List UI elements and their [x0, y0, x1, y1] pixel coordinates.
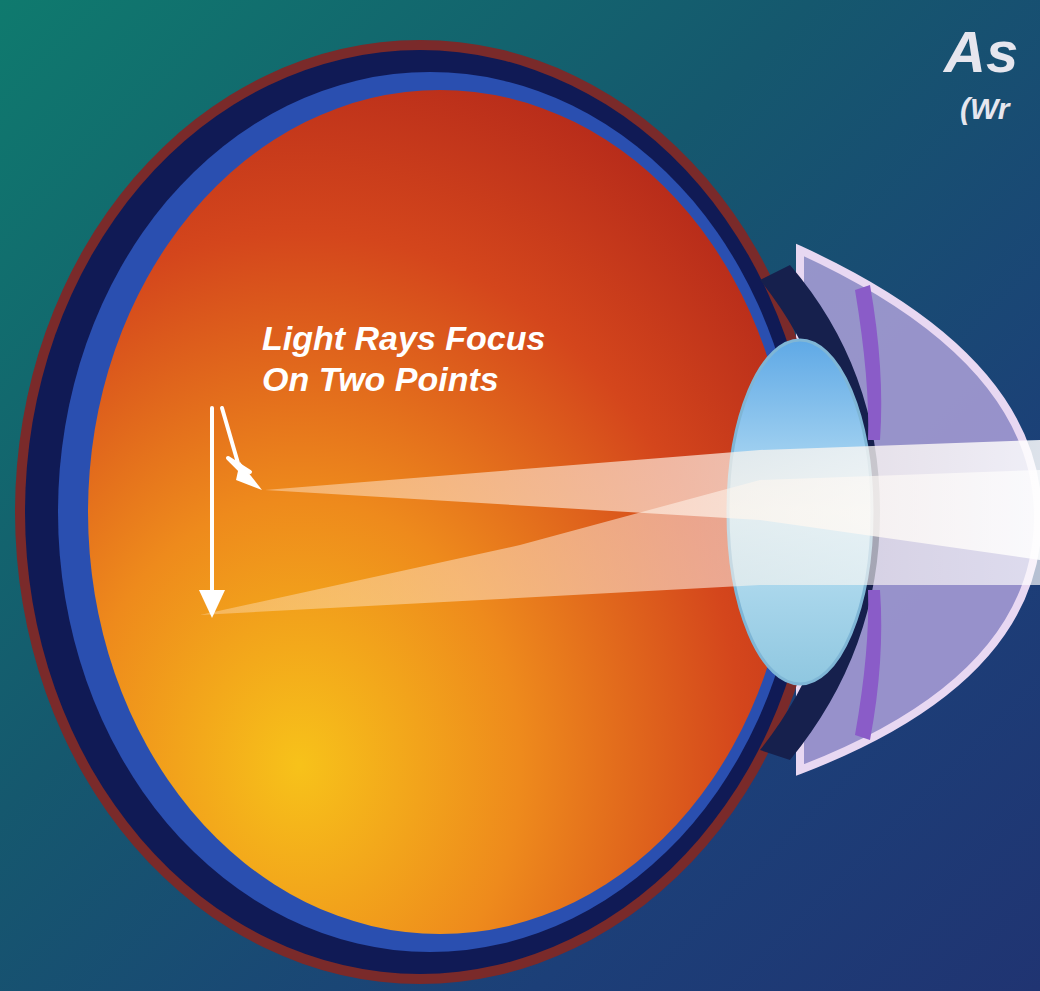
callout-label: Light Rays Focus On Two Points — [262, 318, 602, 400]
subheading: (Wr — [960, 92, 1009, 126]
heading: As — [944, 20, 1018, 84]
